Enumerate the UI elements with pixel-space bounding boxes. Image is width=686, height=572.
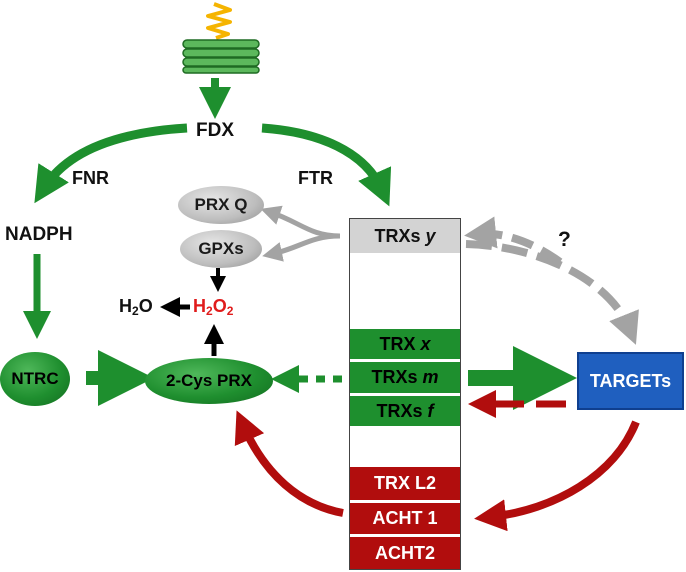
hydrogen-peroxide-label: H2O2 — [193, 296, 234, 318]
ftr-label: FTR — [298, 168, 333, 188]
nadph-label: NADPH — [5, 224, 73, 245]
trxs-m-cell: TRXs m — [350, 362, 460, 393]
trxs-y-cell: TRXs y — [350, 219, 460, 253]
arrow-trxy-prxq — [260, 205, 341, 239]
fdx-label: FDX — [196, 120, 234, 141]
gpxs-node: GPXs — [180, 230, 262, 268]
arrow-targets-trxy — [464, 216, 563, 266]
two-cys-prx-node: 2-Cys PRX — [145, 358, 273, 404]
arrow-acht-prx — [234, 410, 344, 517]
prx-q-node: PRX Q — [178, 186, 264, 224]
trx-x-cell: TRX x — [350, 329, 460, 359]
trx-column: TRXs y TRX x TRXs m TRXs f TRX L2 ACHT 1… — [349, 218, 461, 570]
arrow-fdx-trx — [261, 123, 392, 207]
question-mark: ? — [558, 228, 571, 251]
water-label: H2O — [119, 296, 153, 318]
trxs-f-cell: TRXs f — [350, 396, 460, 426]
ntrc-node: NTRC — [0, 352, 70, 406]
acht2-cell: ACHT2 — [350, 537, 460, 569]
arrow-fdx-nadph — [34, 123, 188, 204]
light-icon — [206, 2, 232, 40]
fnr-label: FNR — [72, 168, 109, 188]
thylakoid-icon — [182, 39, 260, 74]
arrow-trxy-gpxs — [262, 233, 341, 262]
arrow-targets-acht — [474, 420, 640, 532]
targets-box: TARGETs — [577, 352, 684, 410]
acht1-cell: ACHT 1 — [350, 503, 460, 534]
trx-l2-cell: TRX L2 — [350, 467, 460, 500]
